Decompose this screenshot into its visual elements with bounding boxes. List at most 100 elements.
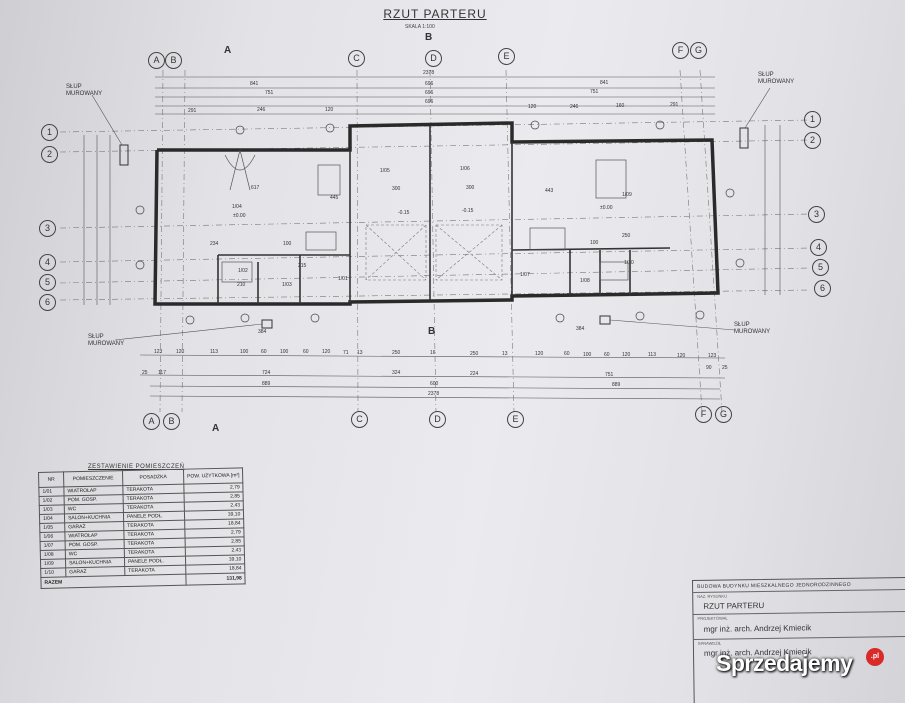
room-tag-1-03: 1/03 [282, 282, 292, 288]
title-block-divider [693, 610, 905, 615]
title-block-project: BUDOWA BUDYNKU MIESZKALNEGO JEDNORODZINN… [697, 581, 851, 590]
inner-dim-1: 300 [392, 186, 401, 192]
dim-top-left-half: 841 [250, 81, 259, 87]
schedule-header-floor: POSADZKA [122, 469, 184, 486]
dim-bottom-left-9: 71 [343, 350, 349, 356]
axis-bubble-b-bottom: B [163, 413, 180, 430]
room-tag-1-05: 1/05 [380, 168, 390, 174]
title-block-checked-label: SPRAWDZIŁ [697, 640, 722, 646]
schedule-header-nr: NR [38, 471, 64, 488]
axis-bubble-d-bottom: D [429, 411, 446, 428]
dim-bottom-mid-3: 250 [470, 351, 479, 357]
inner-dim-8: 100 [590, 240, 599, 246]
dim-bottom-total: 2378 [428, 391, 440, 397]
axis-bubble-f-top: F [672, 42, 689, 59]
dim-bottom-90: 90 [706, 365, 712, 371]
inner-dim-7: 250 [622, 233, 631, 239]
title-block-designer: mgr inż. arch. Andrzej Kmiecik [703, 623, 812, 634]
axis-bubble-g-bottom: G [715, 406, 732, 423]
dim-bottom-right-1: 13 [502, 351, 508, 357]
axis-bubble-1-right: 1 [804, 111, 821, 128]
drawing-scale: SKALA 1:100 [405, 24, 435, 30]
dim-top-left-3: 120 [325, 107, 334, 113]
title-block: BUDOWA BUDYNKU MIESZKALNEGO JEDNORODZINN… [692, 576, 905, 703]
dim-bottom-left-10: 13 [357, 350, 363, 356]
dim-bottom-right-8: 120 [677, 353, 686, 359]
room-tag-1-07: 1/07 [520, 272, 530, 278]
dim-bottom-left-8: 120 [322, 349, 331, 355]
room-tag-1-06: 1/06 [460, 166, 470, 172]
inner-dim-5: 215 [298, 263, 307, 269]
schedule-header-area: POW. UŻYTKOWA [m²] [183, 467, 244, 485]
schedule-title: ZESTAWIENIE POMIESZCZEŃ [88, 464, 185, 470]
dim-top-total: 2378 [423, 70, 435, 76]
axis-bubble-2-right: 2 [804, 132, 821, 149]
dim-top-mid-c: 696 [425, 99, 434, 105]
room-schedule-table: NR POMIESZCZENIE POSADZKA POW. UŻYTKOWA … [38, 467, 246, 589]
dim-bottom-right-5: 60 [604, 352, 610, 358]
watermark-text: Sprzedajemy [716, 650, 853, 676]
axis-bubble-6-right: 6 [814, 280, 831, 297]
inner-dim-11: 443 [545, 188, 554, 194]
inner-dim-3: 234 [210, 241, 219, 247]
dim-bottom-384-right: 384 [576, 326, 585, 332]
axis-bubble-a-top: A [148, 52, 165, 69]
dim-top-right-1: 120 [528, 104, 537, 110]
section-marker-b-bottom: B [428, 326, 436, 337]
room-tag-1-01: 1/01 [338, 276, 348, 282]
drawing-title: RZUT PARTERU [383, 7, 487, 21]
dim-bottom-left-1: 123 [154, 349, 163, 355]
axis-bubble-3-right: 3 [808, 206, 825, 223]
axis-bubble-4-left: 4 [39, 254, 56, 271]
schedule-header-room: POMIESZCZENIE [63, 470, 123, 487]
axis-bubble-g-top: G [690, 42, 707, 59]
axis-bubble-e-top: E [498, 48, 515, 65]
title-block-divider [693, 635, 905, 640]
dim-top-left-inner: 751 [265, 90, 274, 96]
axis-bubble-6-left: 6 [39, 294, 56, 311]
level-mark-3: -0.15 [462, 208, 474, 214]
level-mark-4: ±0.00 [600, 205, 613, 211]
title-block-designer-label: PROJEKTOWAŁ [697, 615, 728, 621]
axis-bubble-f-bottom: F [695, 406, 712, 423]
axis-bubble-1-left: 1 [41, 124, 58, 141]
inner-dim-10: 445 [330, 195, 339, 201]
dim-top-right-4: 291 [670, 102, 679, 108]
dim-bottom-889-right: 889 [612, 382, 621, 388]
dim-bottom-right-3: 60 [564, 351, 570, 357]
dim-bottom-right-7: 113 [648, 352, 656, 358]
room-tag-1-04: 1/04 [232, 204, 242, 210]
dim-bottom-600: 600 [430, 381, 439, 387]
room-tag-1-10: 1/10 [624, 260, 634, 266]
section-marker-a-bottom: A [212, 423, 220, 434]
axis-bubble-d-top: D [425, 50, 442, 67]
dim-top-right-half: 841 [600, 80, 609, 86]
dim-bottom-left-6: 100 [280, 349, 289, 355]
axis-bubble-c-top: C [348, 50, 365, 67]
dim-bottom-2-left-2: 117 [158, 370, 166, 376]
axis-bubble-3-left: 3 [39, 220, 56, 237]
section-marker-a-top: A [224, 45, 232, 56]
dim-top-right-2: 246 [570, 104, 579, 110]
room-tag-1-09: 1/09 [622, 192, 632, 198]
dim-top-mid-a: 696 [425, 81, 434, 87]
dim-bottom-25: 25 [722, 365, 728, 371]
dim-bottom-left-4: 100 [240, 349, 249, 355]
dim-top-mid-b: 696 [425, 90, 434, 96]
dim-bottom-324: 324 [392, 370, 401, 376]
title-block-drawing: RZUT PARTERU [703, 600, 765, 611]
axis-bubble-5-left: 5 [39, 274, 56, 291]
room-tag-1-02: 1/02 [238, 268, 248, 274]
axis-bubble-5-right: 5 [812, 259, 829, 276]
inner-dim-6: 210 [237, 282, 246, 288]
dim-top-right-3: 160 [616, 103, 625, 109]
dim-bottom-right-2: 120 [535, 351, 544, 357]
dim-bottom-left-2: 120 [176, 349, 185, 355]
axis-bubble-b-top: B [165, 52, 182, 69]
dim-bottom-right-9: 123 [708, 353, 717, 359]
inner-dim-9: 617 [251, 185, 260, 191]
